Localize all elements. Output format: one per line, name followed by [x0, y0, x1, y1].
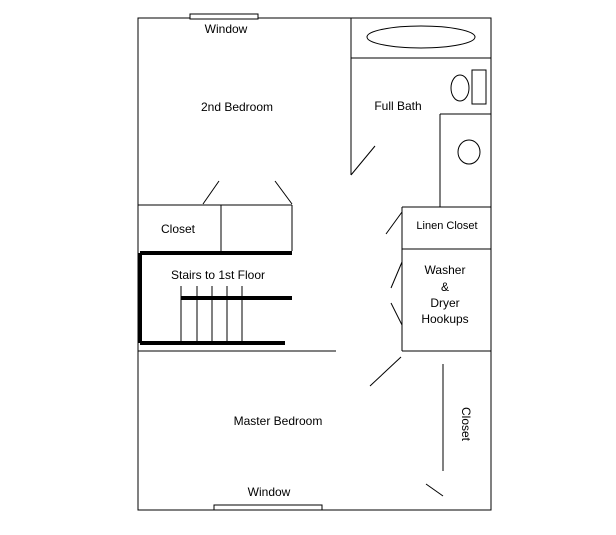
washer-label-1: Washer: [425, 263, 466, 277]
washer-door-lower: [390, 302, 403, 326]
closet-left-label: Closet: [161, 222, 196, 236]
closet-door-left: [202, 180, 220, 205]
window-top-label: Window: [205, 22, 248, 36]
bedroom2-label: 2nd Bedroom: [201, 100, 273, 114]
window-top-frame: [189, 13, 259, 20]
master-door: [369, 356, 402, 387]
closet-right-label: Closet: [459, 407, 473, 442]
washer-label-4: Hookups: [421, 312, 468, 326]
toilet-tank: [471, 69, 487, 105]
washer-label-3: Dryer: [430, 296, 459, 310]
washer-door-upper: [390, 261, 403, 289]
stairs-label: Stairs to 1st Floor: [171, 268, 265, 282]
full-bath-label: Full Bath: [374, 99, 421, 113]
master-bedroom-label: Master Bedroom: [234, 414, 323, 428]
sink: [457, 139, 481, 165]
bath-door: [350, 145, 376, 176]
closet-door-right: [274, 180, 293, 205]
window-bottom-label: Window: [248, 485, 291, 499]
linen-closet-label: Linen Closet: [416, 220, 477, 232]
master-closet-door-lower: [425, 483, 444, 497]
washer-label-2: &: [441, 280, 449, 294]
toilet-bowl: [450, 74, 470, 102]
bathtub: [366, 25, 476, 49]
window-bottom-frame: [213, 504, 323, 511]
linen-door: [385, 211, 403, 235]
